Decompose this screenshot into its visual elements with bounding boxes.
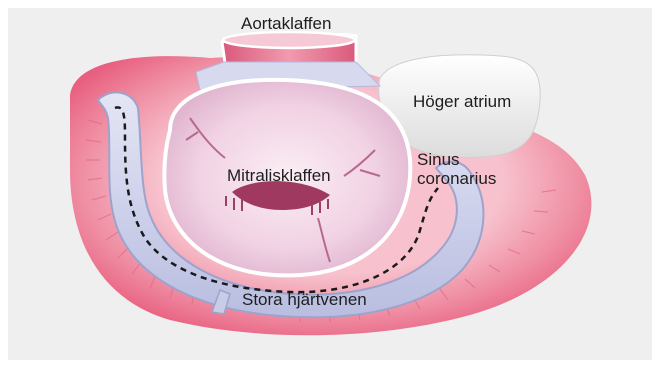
aortic-valve-opening [223, 32, 355, 48]
label-coronary-sinus-line2: coronarius [417, 169, 496, 188]
label-great-cardiac-vein: Stora hjärtvenen [242, 290, 367, 309]
label-coronary-sinus: Sinus coronarius [417, 150, 496, 188]
label-aortic-valve: Aortaklaffen [241, 14, 331, 33]
label-right-atrium: Höger atrium [413, 92, 511, 111]
label-coronary-sinus-line1: Sinus [417, 150, 496, 169]
label-mitral-valve: Mitralisklaffen [227, 166, 331, 185]
